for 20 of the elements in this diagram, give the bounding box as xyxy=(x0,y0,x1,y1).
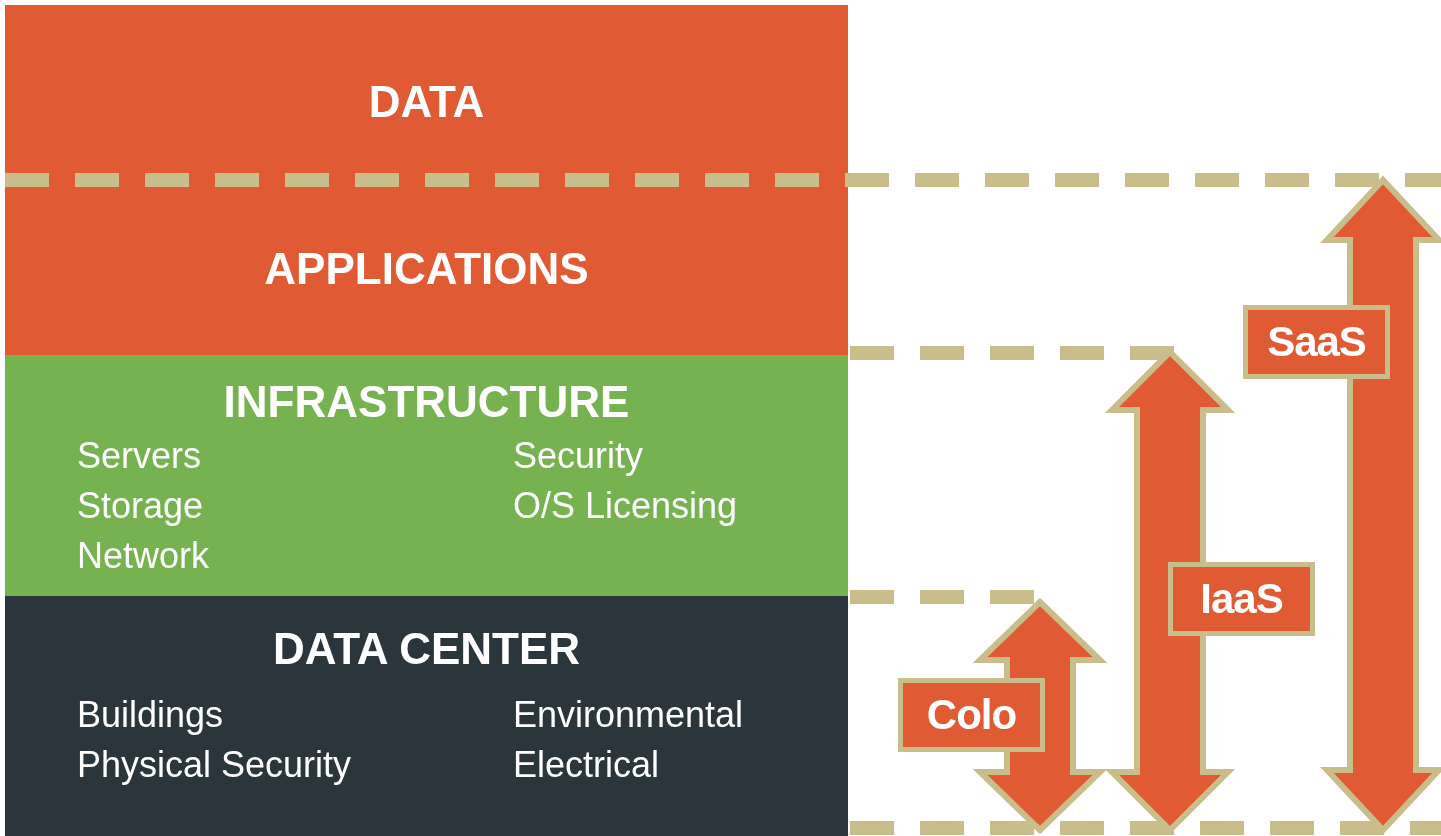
layer-heading: APPLICATIONS xyxy=(263,244,590,294)
component-label: Physical Security xyxy=(77,744,352,786)
component-label: Servers xyxy=(77,435,202,477)
component-label: Storage xyxy=(77,485,204,527)
layer-heading: INFRASTRUCTURE xyxy=(222,377,631,427)
component-label: Network xyxy=(77,535,210,577)
component-label: O/S Licensing xyxy=(513,485,738,527)
layer-band xyxy=(5,355,848,596)
layer-heading: DATA CENTER xyxy=(271,624,582,674)
layer-band xyxy=(5,180,848,355)
service-label: Colo xyxy=(898,678,1045,752)
component-label: Electrical xyxy=(513,744,660,786)
layer-heading: DATA xyxy=(367,77,486,127)
layer-band xyxy=(5,5,848,180)
service-label: SaaS xyxy=(1243,305,1390,379)
component-label: Environmental xyxy=(513,694,744,736)
component-label: Buildings xyxy=(77,694,224,736)
service-label: IaaS xyxy=(1168,562,1315,636)
layer-band xyxy=(5,596,848,836)
component-label: Security xyxy=(513,435,644,477)
